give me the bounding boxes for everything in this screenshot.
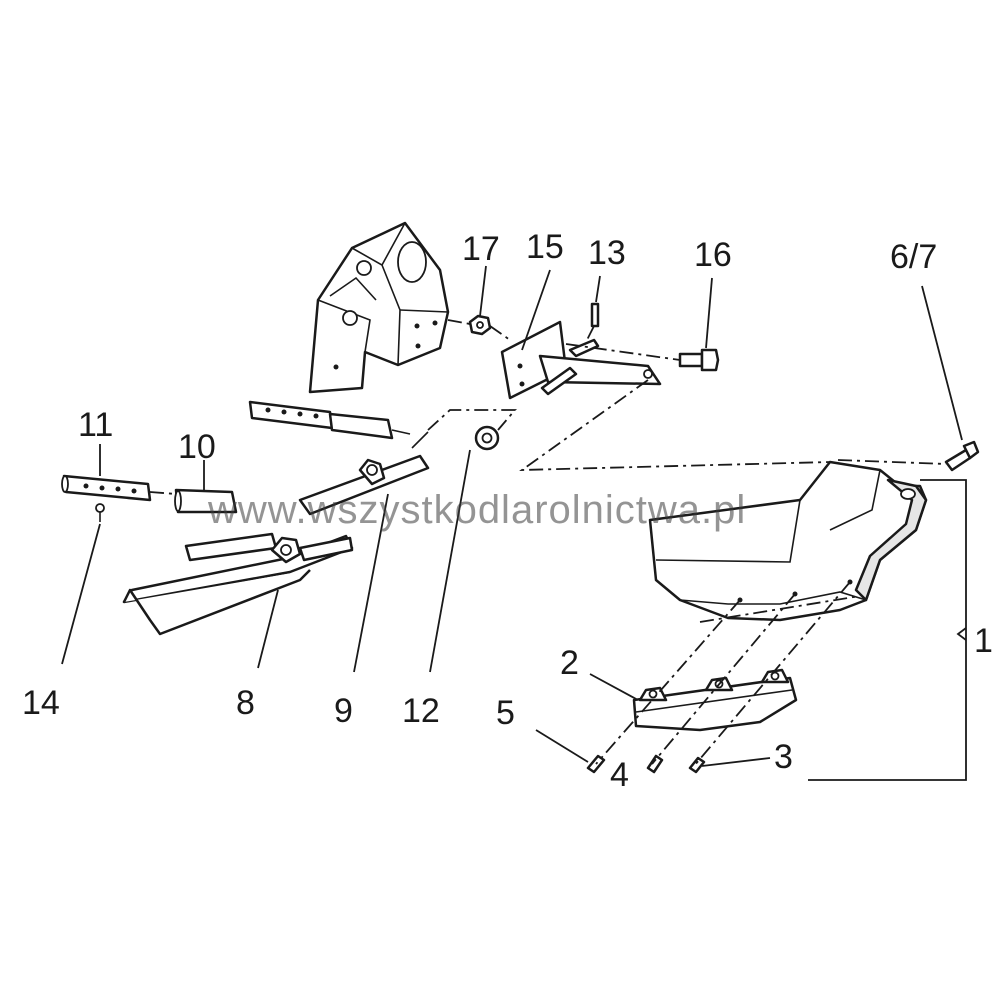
callout-17: 17	[462, 230, 500, 268]
callout-11: 11	[78, 406, 114, 444]
bolt-16	[678, 348, 720, 372]
arm-8	[122, 532, 354, 636]
callout-6-7: 6/7	[890, 238, 938, 276]
sleeve-11	[61, 474, 152, 502]
callout-4: 4	[610, 756, 629, 794]
callout-13: 13	[588, 234, 626, 272]
callout-12: 12	[402, 692, 440, 730]
washer-12	[474, 425, 500, 451]
pivot-arm	[538, 338, 662, 396]
bolt-6-7	[944, 440, 980, 472]
callout-1: 1	[974, 622, 993, 660]
callout-14: 14	[22, 684, 60, 722]
callout-3: 3	[774, 738, 793, 776]
bolt-4	[646, 754, 664, 774]
callout-16: 16	[694, 236, 732, 274]
skid-2	[632, 668, 798, 732]
callout-9: 9	[334, 692, 353, 730]
leader-lines	[61, 265, 967, 781]
pin-14	[95, 503, 105, 522]
main-body-1	[648, 460, 928, 622]
upper-sleeve	[248, 400, 411, 440]
arm-9	[298, 431, 430, 516]
bolt-3	[688, 756, 706, 774]
mounting-bracket	[308, 221, 450, 394]
sleeve-10	[174, 488, 238, 514]
nut-17	[468, 314, 492, 336]
callout-2: 2	[560, 644, 579, 682]
watermark-text: www.wszystkodlarolnictwa.pl	[208, 488, 747, 532]
callout-8: 8	[236, 684, 255, 722]
callout-15: 15	[526, 228, 564, 266]
pin-13	[590, 302, 600, 328]
callout-10: 10	[178, 428, 216, 466]
callout-5: 5	[496, 694, 515, 732]
assembly-lines	[149, 319, 947, 767]
